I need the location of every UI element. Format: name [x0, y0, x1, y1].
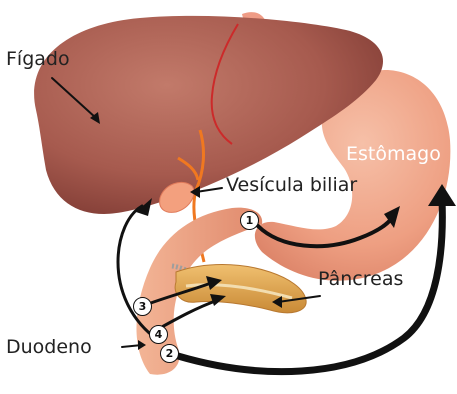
marker-2: 2	[160, 344, 179, 363]
gallbladder-label: Vesícula biliar	[226, 176, 357, 195]
marker-4: 4	[149, 325, 168, 344]
duodenum-label: Duodeno	[6, 338, 92, 357]
pancreas-label: Pâncreas	[318, 270, 403, 289]
marker-3: 3	[133, 297, 152, 316]
marker-1: 1	[240, 211, 259, 230]
liver-label: Fígado	[6, 50, 70, 69]
stomach-label: Estômago	[346, 145, 441, 164]
